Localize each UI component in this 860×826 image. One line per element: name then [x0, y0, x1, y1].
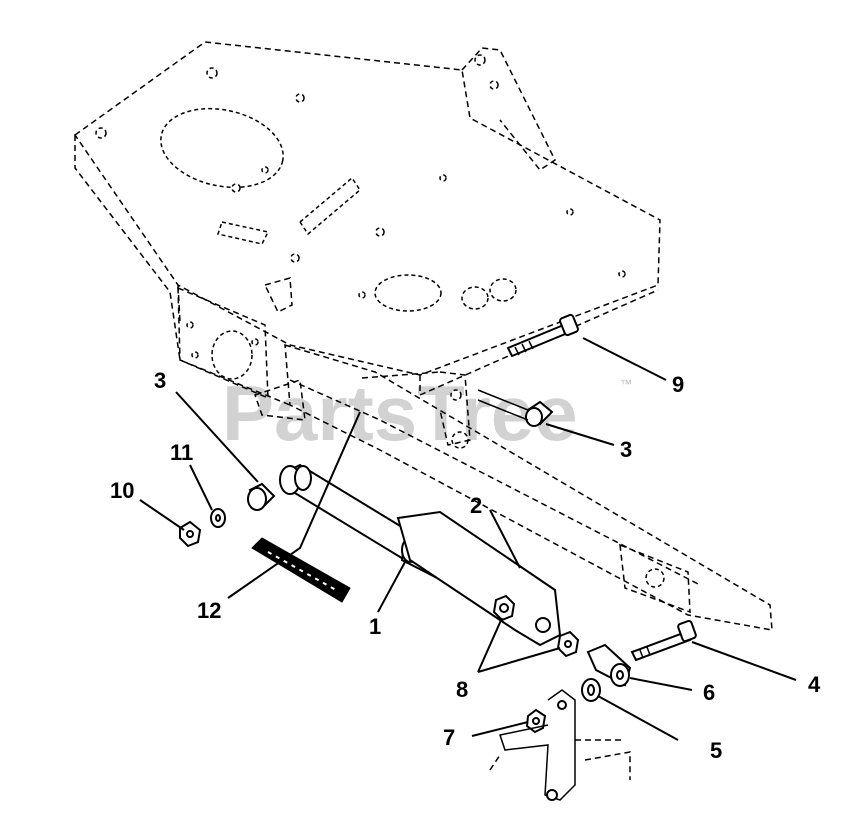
lower-bracket [489, 689, 631, 801]
rear-bracket [461, 47, 556, 172]
callout-6: 6 [703, 680, 715, 705]
frame-deck [73, 41, 661, 406]
part-10-nut [179, 520, 202, 548]
watermark-trademark: ™ [620, 377, 632, 391]
callout-11: 11 [170, 440, 193, 465]
watermark: PartsTree [222, 369, 578, 457]
callout-4: 4 [808, 672, 821, 697]
leader-lines [139, 337, 797, 741]
callout-10: 10 [110, 478, 134, 503]
callouts: 9 3 3 11 10 2 12 1 8 4 6 5 7 [110, 368, 821, 763]
callout-3-left: 3 [154, 368, 166, 393]
callout-8: 8 [456, 677, 468, 702]
callout-1: 1 [369, 614, 381, 639]
callout-7: 7 [443, 725, 455, 750]
part-6-rod-end [586, 643, 632, 687]
part-4-bolt [630, 619, 697, 662]
part-5-washer [581, 678, 601, 702]
part-9-bolt [506, 313, 579, 358]
callout-3-right: 3 [620, 437, 632, 462]
side-plate [177, 286, 269, 400]
part-8-nuts [492, 594, 580, 658]
callout-9: 9 [672, 372, 684, 397]
part-12-decal [251, 537, 351, 603]
part-3-bushing-right [477, 389, 554, 427]
part-3-spacer-left [247, 482, 276, 511]
part-2-arm [396, 510, 562, 647]
callout-12: 12 [197, 598, 221, 623]
mount-bracket [361, 371, 471, 446]
callout-5: 5 [710, 738, 722, 763]
part-11-washer [210, 508, 226, 528]
callout-2: 2 [470, 493, 482, 518]
